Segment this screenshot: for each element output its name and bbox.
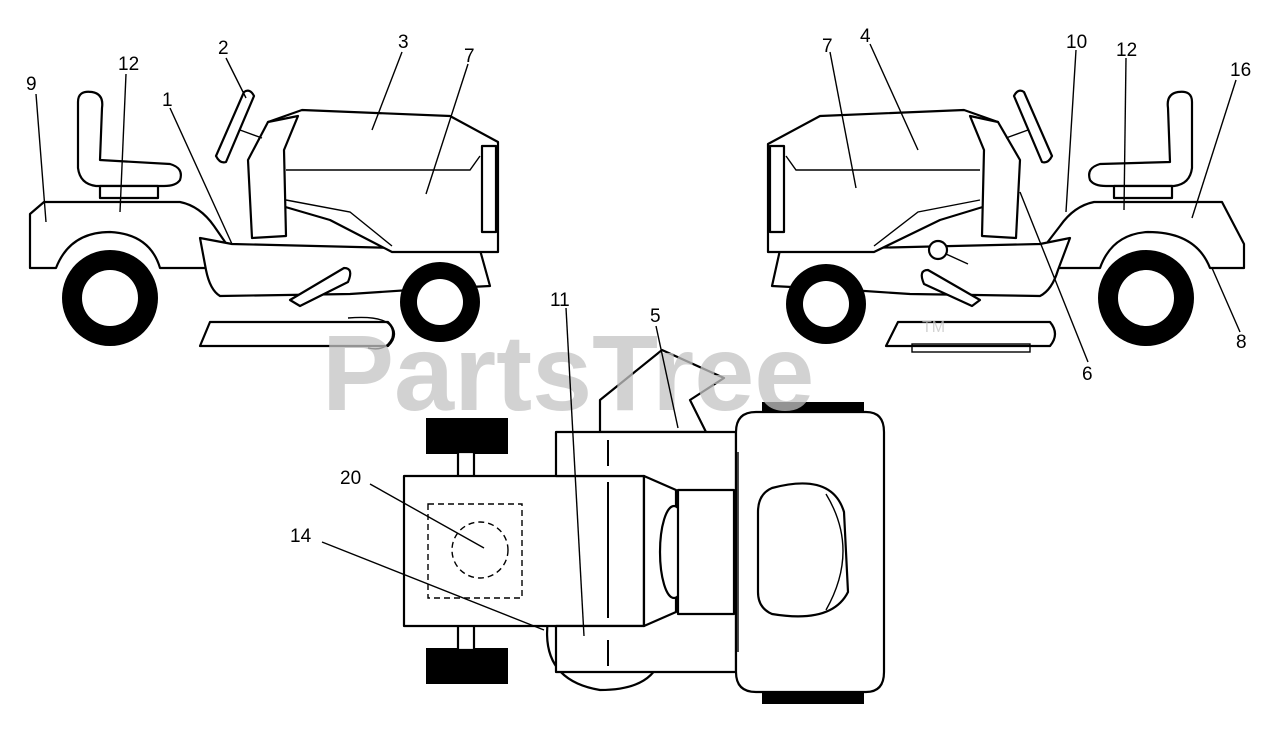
callout-10: 10 — [1066, 32, 1087, 53]
callout-14: 14 — [290, 526, 312, 547]
callout-4: 4 — [860, 26, 871, 47]
callout-11: 11 — [550, 290, 570, 311]
callout-2: 2 — [218, 38, 229, 59]
callout-6: 6 — [1082, 364, 1093, 385]
watermark: PartsTree TM — [322, 312, 945, 433]
tractor-left-side-view — [28, 89, 500, 350]
leader-lines — [35, 43, 1241, 637]
callout-numbers: 9 12 1 2 3 7 7 4 10 12 16 8 6 5 11 20 14 — [26, 26, 1251, 547]
callout-7-right: 7 — [822, 36, 833, 57]
callout-3: 3 — [398, 32, 409, 53]
watermark-trademark: TM — [922, 319, 945, 336]
callout-1: 1 — [162, 90, 173, 111]
callout-16: 16 — [1230, 60, 1251, 81]
tractor-top-view — [402, 348, 886, 704]
callout-12-left: 12 — [118, 54, 139, 75]
callout-12-right: 12 — [1116, 40, 1137, 61]
callout-9: 9 — [26, 74, 37, 95]
callout-7-left: 7 — [464, 46, 475, 67]
watermark-text: PartsTree — [322, 312, 814, 433]
tractor-right-side-view — [766, 89, 1246, 353]
callout-20: 20 — [340, 468, 361, 489]
callout-8: 8 — [1236, 332, 1247, 353]
callout-5: 5 — [650, 306, 661, 327]
